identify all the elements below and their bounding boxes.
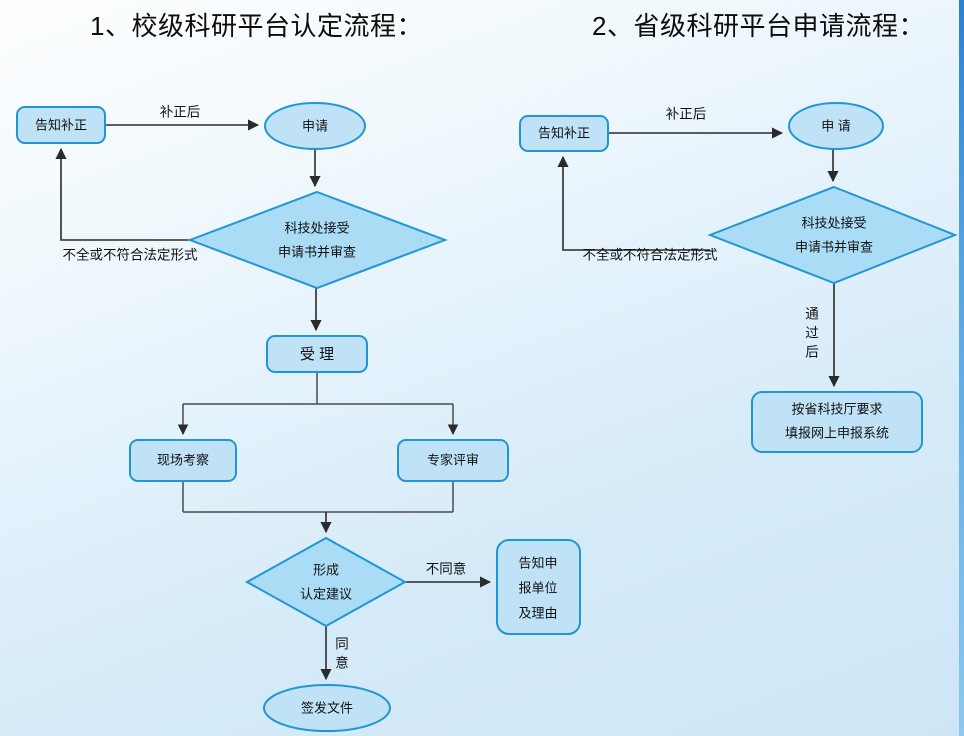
- node-expert-review-label: 专家评审: [427, 452, 479, 467]
- node-online-declaration-system-line1: 按省科技厅要求: [791, 401, 882, 416]
- node-site-visit[interactable]: [129, 439, 237, 482]
- page-title-left: 1、校级科研平台认定流程：: [90, 11, 423, 41]
- edge-label-agree-char2: 意: [335, 655, 349, 671]
- node-review-decision-left[interactable]: [187, 190, 448, 290]
- edge-label-incomplete-right: 不全或不符合法定形式: [583, 247, 718, 263]
- node-review-decision-left-line1: 科技处接受: [284, 220, 349, 235]
- node-online-declaration-system[interactable]: [751, 391, 923, 453]
- edge-label-after-correction-left: 补正后: [160, 105, 201, 120]
- edge-label-incomplete-left: 不全或不符合法定形式: [63, 247, 198, 263]
- node-recommendation[interactable]: [244, 536, 408, 628]
- node-issue-document-label: 签发文件: [301, 700, 353, 715]
- node-accept-left-label: 受 理: [300, 346, 334, 363]
- edge-label-passed-char3: 后: [805, 345, 819, 360]
- node-issue-document[interactable]: [263, 684, 391, 732]
- node-inform-applicant[interactable]: [496, 539, 581, 635]
- node-online-declaration-system-line2: 填报网上申报系统: [785, 425, 889, 440]
- edge-label-agree-char1: 同: [335, 637, 349, 652]
- edge-review-to-notify-left: [55, 147, 190, 241]
- node-inform-applicant-line3: 及理由: [518, 605, 557, 620]
- edge-review-to-notify-right: [557, 155, 710, 251]
- node-expert-review[interactable]: [397, 439, 509, 482]
- node-review-decision-right-line2: 申请书并审查: [795, 239, 873, 254]
- edge-label-passed-char1: 通: [805, 307, 819, 322]
- node-review-decision-right-line1: 科技处接受: [801, 215, 866, 230]
- edge-label-disagree: 不同意: [426, 561, 467, 577]
- node-apply-left-label: 申请: [302, 118, 328, 133]
- node-notify-correct-right-label: 告知补正: [538, 125, 590, 140]
- node-notify-correct-left[interactable]: [16, 106, 106, 144]
- node-inform-applicant-line1: 告知申: [518, 555, 557, 570]
- node-review-decision-right[interactable]: [707, 185, 958, 285]
- node-review-decision-left-line2: 申请书并审查: [278, 244, 356, 259]
- page-title-right: 2、省级科研平台申请流程：: [592, 11, 925, 41]
- node-recommendation-line2: 认定建议: [300, 586, 352, 601]
- node-apply-left[interactable]: [264, 102, 366, 150]
- edge-label-passed-char2: 过: [805, 326, 819, 341]
- edge-label-after-correction-right: 补正后: [666, 107, 707, 122]
- node-recommendation-line1: 形成: [313, 562, 339, 577]
- node-notify-correct-left-label: 告知补正: [35, 117, 87, 132]
- node-site-visit-label: 现场考察: [157, 452, 209, 467]
- node-apply-right[interactable]: [788, 102, 884, 150]
- node-notify-correct-right[interactable]: [519, 115, 609, 152]
- node-inform-applicant-line2: 报单位: [518, 580, 557, 595]
- node-accept-left[interactable]: [266, 335, 368, 373]
- node-apply-right-label: 申 请: [821, 118, 851, 133]
